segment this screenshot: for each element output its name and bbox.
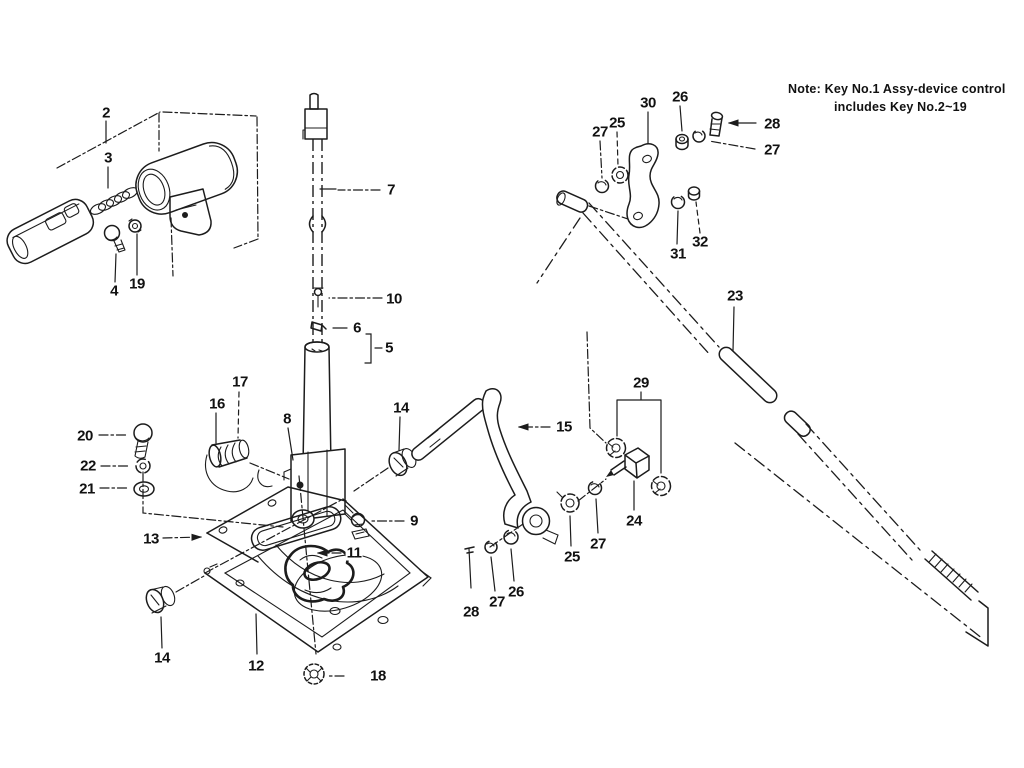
shift-lever-group [302, 92, 332, 467]
washer-25-bottom [556, 491, 580, 513]
linkage-arm-group [411, 388, 603, 589]
mount-plate-13 [206, 486, 347, 563]
bushing-14-left [145, 585, 176, 614]
trunnion-bushing-a [605, 437, 627, 459]
washer-21 [133, 481, 155, 497]
shift-knob-handle [135, 141, 239, 236]
base-plates-group [145, 486, 432, 685]
grommet-18 [303, 663, 325, 685]
lever-tube [302, 341, 332, 467]
axis-lines-group [142, 331, 607, 655]
cross-shaft-group [536, 190, 989, 647]
fulcrum-cylinder [208, 439, 250, 468]
trunnion-bushing-b [650, 475, 672, 497]
washer-27-bottom-1 [587, 480, 603, 496]
knob-nut [128, 218, 142, 233]
nut-26-top [675, 133, 689, 151]
nut-9 [350, 512, 370, 540]
knob-spring [89, 187, 139, 215]
washer-27-bottom-2 [484, 540, 498, 554]
rod-threaded-end [924, 550, 989, 647]
trunnion-group [605, 437, 672, 497]
bolt-20 [133, 423, 153, 459]
lever-pin-10 [313, 287, 323, 297]
rear-bracket-group [588, 111, 724, 229]
note-line-1: Note: Key No.1 Assy-device control [788, 82, 1006, 96]
note-line-2: includes Key No.2~19 [834, 100, 967, 114]
diagram-note: Note: Key No.1 Assy-device control inclu… [788, 80, 1020, 116]
dust-boot-11 [284, 544, 355, 603]
bracket-30 [626, 143, 660, 229]
hardware-left-group [133, 423, 155, 497]
nut-32 [687, 186, 701, 201]
pin-28-bottom [464, 546, 475, 589]
lever-pin-6 [310, 321, 327, 332]
washer-27-top-right [692, 129, 706, 143]
washer-27-top-left [594, 178, 610, 194]
washer-25-top [611, 166, 629, 184]
knob-assembly-group [6, 111, 259, 277]
bolt-28-top [709, 111, 724, 137]
washer-31 [670, 194, 686, 210]
pivot-housing-group [205, 439, 417, 529]
leader-lines-group [98, 105, 757, 677]
knob-bolt [103, 224, 126, 253]
trunnion-block-24 [606, 447, 650, 479]
washer-22 [135, 458, 151, 474]
linkage-arm-15 [481, 388, 532, 529]
knob-button [6, 198, 95, 265]
